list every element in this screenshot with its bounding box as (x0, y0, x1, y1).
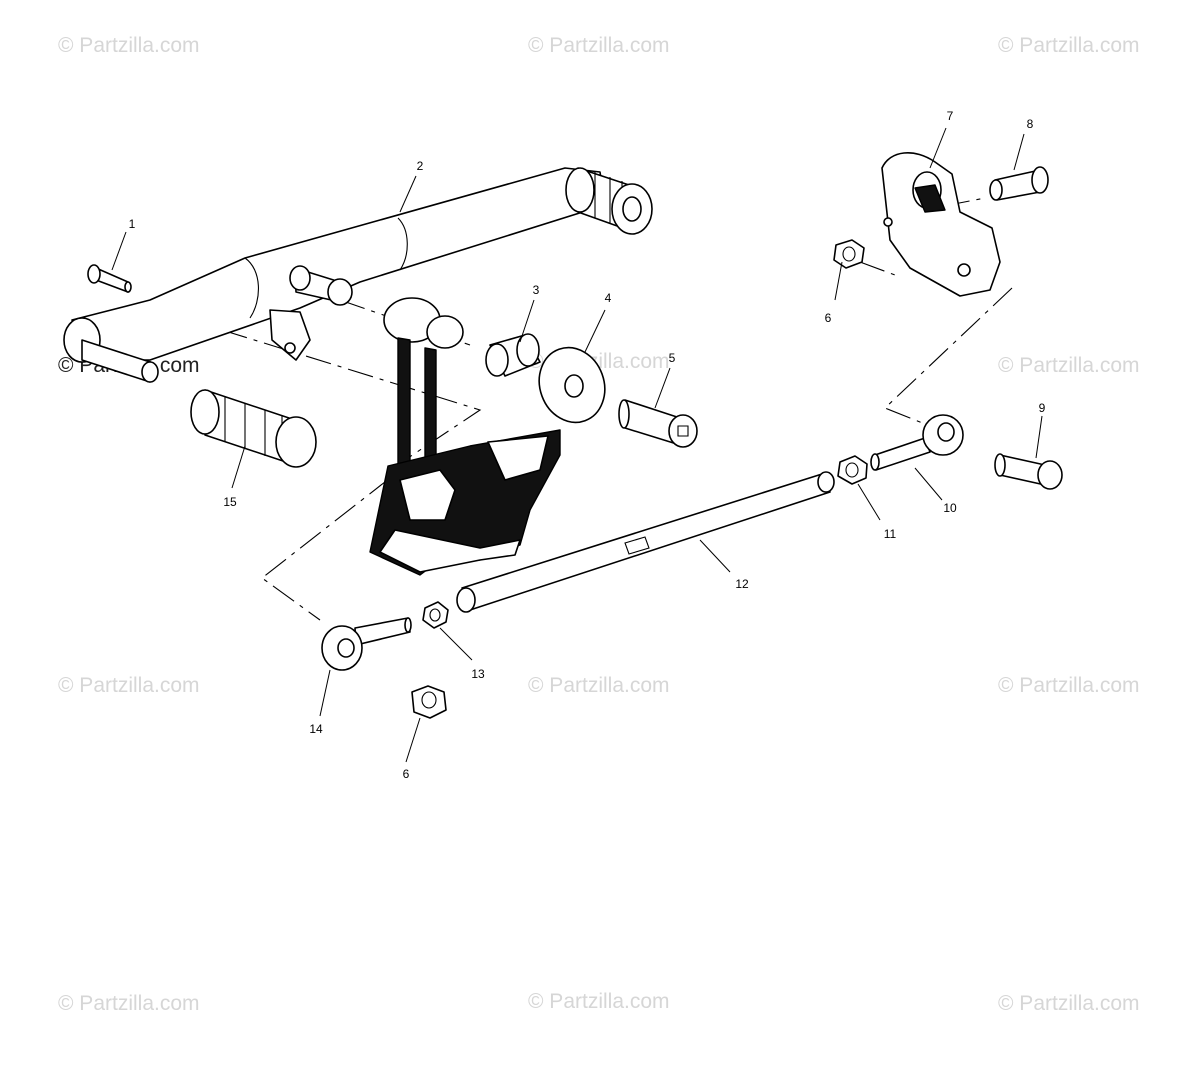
callout-6-upper: 6 (825, 311, 832, 325)
part-bolt-9[interactable] (994, 453, 1063, 490)
watermark-low-right: © Partzilla.com (998, 674, 1140, 697)
watermark-low-left: © Partzilla.com (58, 674, 200, 697)
part-shift-arm-7[interactable] (881, 152, 1001, 297)
callout-2: 2 (417, 159, 424, 173)
assembly-line-rod-end (261, 477, 391, 621)
watermark-bottom-center: © Partzilla.com (528, 990, 670, 1013)
callout-3: 3 (533, 283, 540, 297)
callout-9: 9 (1039, 401, 1046, 415)
callout-7: 7 (947, 109, 954, 123)
callout-11: 11 (884, 527, 897, 541)
part-foot-peg-lever[interactable] (565, 167, 653, 235)
part-bolt-5[interactable] (618, 399, 698, 448)
callout-1: 1 (129, 217, 136, 231)
part-washer-4[interactable] (529, 338, 615, 431)
watermark-bottom-left: © Partzilla.com (58, 992, 200, 1015)
callout-15: 15 (223, 495, 237, 509)
callout-5: 5 (669, 351, 676, 365)
watermark-top-right: © Partzilla.com (998, 34, 1140, 57)
callout-13: 13 (471, 667, 485, 681)
part-nut-6-lower[interactable] (411, 685, 447, 719)
watermark-bottom-right: © Partzilla.com (998, 992, 1140, 1015)
part-nut-13[interactable] (422, 601, 449, 629)
part-nut-6-upper[interactable] (833, 239, 865, 269)
part-foot-peg-15[interactable] (190, 389, 317, 468)
part-pin-8[interactable] (989, 166, 1049, 201)
callout-4: 4 (605, 291, 612, 305)
watermark-mid-right: © Partzilla.com (998, 354, 1140, 377)
watermark-top-center: © Partzilla.com (528, 34, 670, 57)
callout-14: 14 (309, 722, 323, 736)
part-bushing-3[interactable] (485, 333, 541, 377)
part-nut-11[interactable] (837, 455, 868, 485)
callout-6-lower: 6 (403, 767, 410, 781)
part-rod-end-10[interactable] (870, 414, 964, 471)
part-rod-end-14[interactable] (321, 617, 412, 671)
leader-lines (111, 127, 1043, 763)
assembly-line-nut-top (859, 261, 896, 276)
watermark-low-center: © Partzilla.com (528, 674, 670, 697)
callout-10: 10 (943, 501, 957, 515)
assembly-line-pedal (221, 329, 482, 471)
callout-labels: 1 2 3 4 5 6 6 7 8 9 10 11 12 13 14 15 (129, 109, 1046, 781)
assembly-line-arm (883, 287, 1013, 429)
callout-8: 8 (1027, 117, 1034, 131)
part-pin-1[interactable] (87, 264, 132, 293)
callout-12: 12 (735, 577, 749, 591)
part-brake-pedal[interactable] (369, 297, 561, 576)
watermark-top-left: © Partzilla.com (58, 34, 200, 57)
part-rod-12[interactable] (456, 471, 835, 613)
